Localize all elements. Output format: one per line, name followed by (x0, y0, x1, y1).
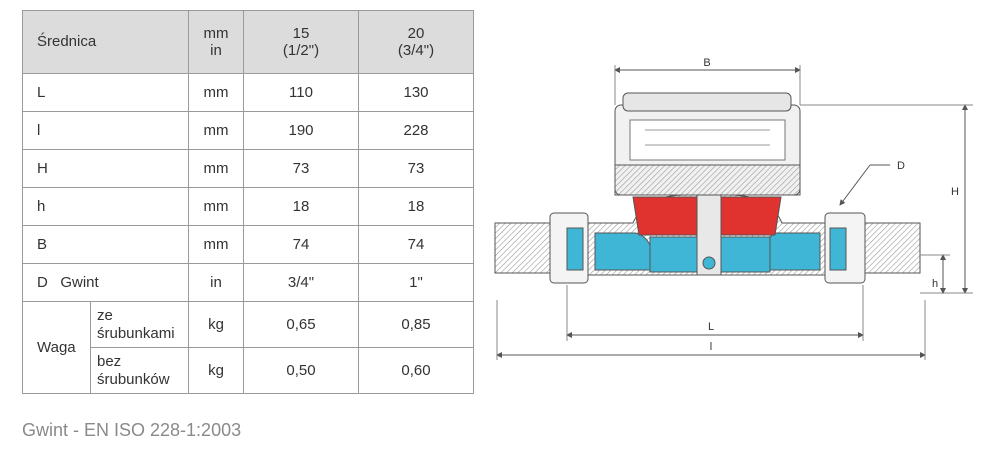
size-15-header: 15 (1/2") (243, 10, 359, 74)
value-20-cell: 1" (358, 263, 474, 302)
value-15-cell: 190 (243, 111, 359, 150)
dim-h-label: H (951, 186, 959, 198)
spec-table: Średnica mm in 15 (1/2") 20 (3/4") L mm … (22, 10, 474, 394)
dim-b-label: B (703, 57, 710, 69)
size-15-inch: (1/2") (282, 42, 320, 59)
unit-mm: mm (203, 24, 229, 42)
right-threaded-end (864, 222, 921, 274)
table-row: L mm 110 130 (22, 73, 474, 112)
param-cell: H (22, 149, 189, 188)
value-15-cell: 0,50 (243, 347, 359, 394)
left-threaded-end (494, 222, 551, 274)
size-20: 20 (407, 24, 425, 42)
table-row: D Gwint in 3/4" 1" (22, 263, 474, 302)
meter-body (494, 184, 921, 284)
water-meter-diagram: B H h D L l (494, 57, 973, 360)
unit-cell: mm (188, 149, 244, 188)
param-cell: h (22, 187, 189, 226)
weight-label: Waga (22, 301, 91, 394)
unit-cell: mm (188, 187, 244, 226)
value-20-cell: 0,85 (358, 301, 474, 348)
register-head (614, 92, 801, 196)
inlet-channel (594, 232, 651, 271)
unit-cell: in (188, 263, 244, 302)
size-15: 15 (292, 24, 310, 42)
unit-cell: kg (188, 347, 244, 394)
param-cell: L (22, 73, 189, 112)
weight-sub-label: bez śrubunków (90, 347, 189, 394)
table-header-row: Średnica mm in 15 (1/2") 20 (3/4") (22, 10, 474, 74)
value-20-cell: 74 (358, 225, 474, 264)
dim-d-label: D (897, 160, 905, 172)
table-row: H mm 73 73 (22, 149, 474, 188)
value-20-cell: 0,60 (358, 347, 474, 394)
value-15-cell: 3/4" (243, 263, 359, 302)
value-20-cell: 18 (358, 187, 474, 226)
impeller-hub (702, 256, 716, 270)
table-row: l mm 190 228 (22, 111, 474, 150)
outlet-channel (766, 232, 821, 271)
table-row: h mm 18 18 (22, 187, 474, 226)
register-base (614, 164, 801, 196)
unit-cell: mm (188, 73, 244, 112)
size-20-inch: (3/4") (397, 42, 435, 59)
dim-small-l-label: l (710, 341, 712, 353)
value-20-cell: 73 (358, 149, 474, 188)
value-15-cell: 0,65 (243, 301, 359, 348)
dim-l-label: L (708, 321, 714, 333)
size-20-header: 20 (3/4") (358, 10, 474, 74)
left-inlet-insert (566, 227, 584, 271)
value-15-cell: 110 (243, 73, 359, 112)
table-row: Waga ze śrubunkami kg 0,65 0,85 (22, 301, 474, 394)
value-15-cell: 18 (243, 187, 359, 226)
register-lid (622, 92, 792, 112)
right-outlet-insert (829, 227, 847, 271)
value-15-cell: 74 (243, 225, 359, 264)
diameter-header: Średnica (22, 10, 189, 74)
value-15-cell: 73 (243, 149, 359, 188)
dim-d-leader (839, 164, 871, 206)
thread-standard-note: Gwint - EN ISO 228-1:2003 (22, 420, 242, 440)
value-20-cell: 130 (358, 73, 474, 112)
table-row: B mm 74 74 (22, 225, 474, 264)
unit-in: in (210, 42, 222, 59)
unit-cell: kg (188, 301, 244, 348)
unit-cell: mm (188, 111, 244, 150)
unit-cell: mm (188, 225, 244, 264)
param-cell: B (22, 225, 189, 264)
dimension-lines: B H h D L l (496, 57, 973, 360)
unit-header: mm in (188, 10, 244, 74)
value-20-cell: 228 (358, 111, 474, 150)
dial-window (629, 119, 786, 161)
table-row: bez śrubunków kg 0,50 0,60 (23, 347, 474, 394)
param-cell: D Gwint (22, 263, 189, 302)
dim-small-h-label: h (932, 278, 938, 290)
weight-sub-label: ze śrubunkami (90, 301, 189, 348)
param-cell: l (22, 111, 189, 150)
